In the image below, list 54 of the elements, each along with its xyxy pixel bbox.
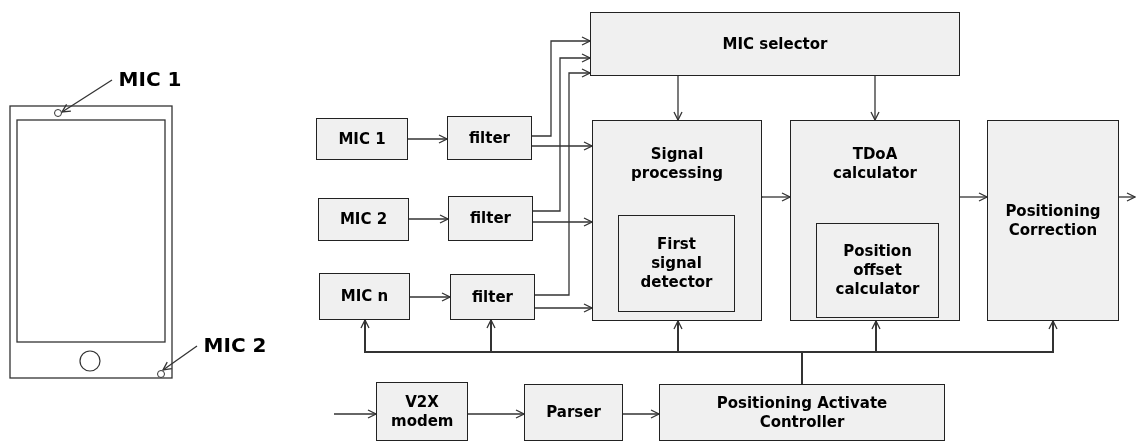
arrow (467, 409, 525, 419)
arrow (532, 217, 593, 227)
box-label: Parser (545, 403, 602, 422)
arrow (534, 68, 591, 296)
leader-line (162, 345, 198, 371)
microphone-hole (157, 370, 165, 378)
box-label: MIC 2 (338, 210, 389, 229)
box-label: First signal detector (639, 235, 714, 292)
process-box (659, 384, 945, 441)
arrow (531, 141, 593, 151)
arrow (534, 303, 593, 313)
arrow (1118, 192, 1136, 202)
process-box (987, 120, 1119, 321)
arrow (408, 214, 449, 224)
process-box (592, 120, 762, 321)
arrow (531, 36, 591, 137)
process-box (524, 384, 623, 441)
process-box (450, 274, 535, 320)
box-label: filter (468, 128, 511, 148)
arrow (801, 320, 1058, 385)
arrow (409, 292, 451, 302)
arrow (407, 134, 448, 144)
process-box (319, 273, 410, 320)
process-box (816, 223, 939, 318)
arrow (959, 192, 988, 202)
box-label: TDoA calculator (832, 145, 918, 183)
arrow (761, 192, 791, 202)
callout-label: MIC 2 (197, 332, 273, 358)
box-label: Positioning Activate Controller (715, 393, 889, 432)
box-label: MIC n (339, 287, 390, 306)
leader-line (61, 79, 113, 113)
callout-label: MIC 1 (112, 66, 188, 92)
process-box (618, 215, 735, 312)
process-box (318, 198, 409, 241)
arrow (870, 75, 880, 121)
process-box (316, 118, 408, 160)
box-label: MIC 1 (337, 129, 387, 149)
box-label: V2X modem (390, 392, 455, 431)
process-box (447, 116, 532, 160)
process-box (790, 120, 960, 321)
box-label: Positioning Correction (1004, 201, 1102, 240)
box-label: filter (471, 287, 514, 307)
process-box (448, 196, 533, 241)
box-label: filter (469, 209, 512, 228)
box-label: Signal processing (630, 145, 724, 183)
arrow (532, 53, 591, 212)
process-box (376, 382, 468, 441)
arrow (622, 409, 660, 419)
box-label: Position offset calculator (834, 242, 921, 299)
box-label: MIC selector (721, 34, 829, 54)
microphone-hole (54, 109, 62, 117)
process-box (590, 12, 960, 76)
arrow (333, 409, 377, 419)
arrow (673, 75, 683, 121)
